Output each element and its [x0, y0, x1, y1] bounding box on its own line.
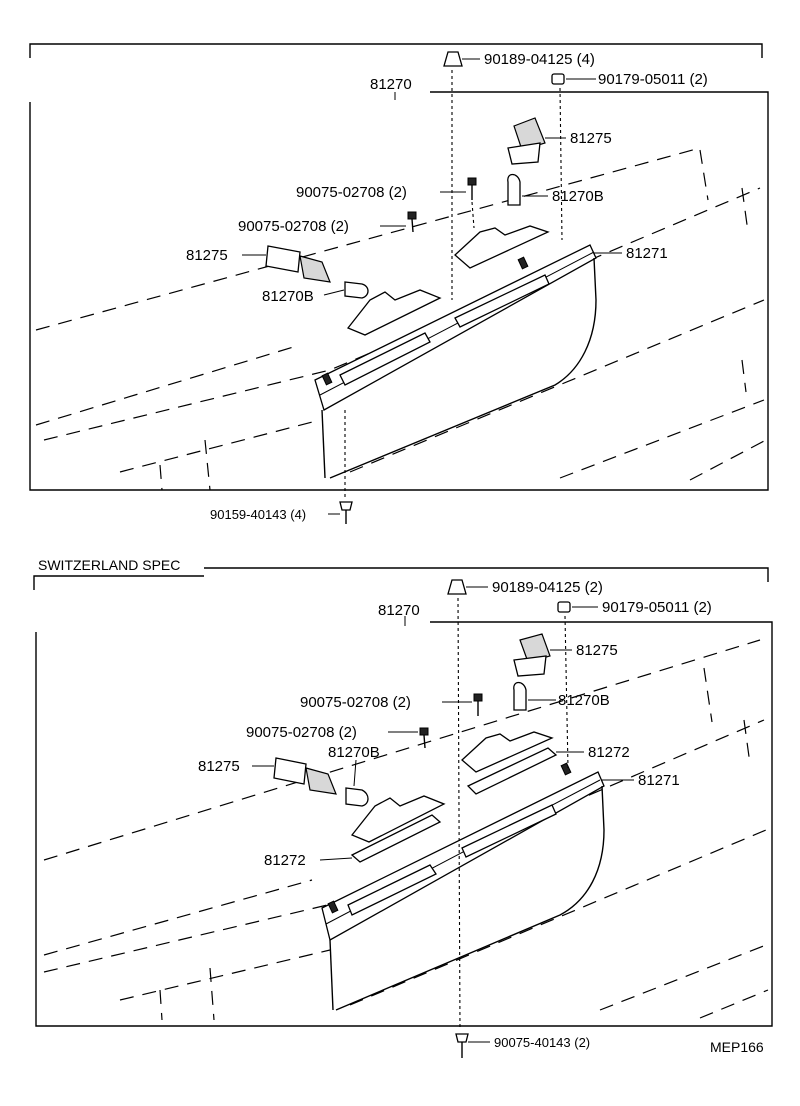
top-label-socket-right: 81275	[570, 130, 612, 147]
bottom-diagram: SWITZERLAND SPEC	[33, 557, 773, 1058]
bottom-bulb-right	[513, 681, 556, 711]
top-bulb-right	[507, 173, 548, 206]
top-label-bulb-left: 81270B	[262, 288, 314, 305]
bottom-socket-right	[513, 633, 572, 677]
bottom-label-socket-left: 81275	[198, 758, 240, 775]
top-label-lens: 81271	[626, 245, 668, 262]
bottom-clip	[447, 579, 488, 1031]
top-label-clip-upper: 90189-04125 (4)	[484, 51, 595, 68]
bottom-gasket-left	[350, 814, 442, 863]
bottom-label-bulb-right: 81270B	[558, 692, 610, 709]
bottom-label-lamp-assy: 81270	[378, 602, 420, 619]
bottom-nut	[557, 601, 598, 769]
top-inner-frame	[29, 91, 769, 491]
top-bulb-left	[323, 281, 369, 299]
bottom-gasket-right	[466, 747, 558, 795]
bottom-label-lens: 81271	[638, 772, 680, 789]
bottom-label-gasket-left: 81272	[264, 852, 306, 869]
top-lens-bracket-left	[346, 289, 442, 336]
bottom-label-clip-upper: 90189-04125 (2)	[492, 579, 603, 596]
bottom-label-screw-right: 90075-02708 (2)	[300, 694, 411, 711]
bottom-outer-frame	[33, 567, 769, 590]
top-label-bulb-right: 81270B	[552, 188, 604, 205]
bottom-label-bolt-bottom: 90075-40143 (2)	[494, 1035, 590, 1050]
top-screw-right	[440, 177, 477, 229]
top-lens-bracket-right	[454, 225, 550, 269]
bottom-screw-left	[388, 727, 429, 749]
bottom-label-gasket-right: 81272	[588, 744, 630, 761]
bottom-socket-left	[252, 757, 337, 795]
top-socket-right	[507, 117, 566, 165]
bottom-label-screw-left: 90075-02708 (2)	[246, 724, 357, 741]
top-label-bolt-bottom: 90159-40143 (4)	[210, 507, 306, 522]
top-label-screw-right: 90075-02708 (2)	[296, 184, 407, 201]
bottom-bulb-left	[345, 759, 369, 807]
top-body-lines	[35, 147, 767, 491]
bottom-label-nut-upper: 90179-05011 (2)	[602, 599, 712, 616]
section-title: SWITZERLAND SPEC	[38, 557, 180, 573]
top-label-socket-left: 81275	[186, 247, 228, 264]
top-label-lamp-assy: 81270	[370, 76, 412, 93]
top-label-nut-upper: 90179-05011 (2)	[598, 71, 708, 88]
top-outer-frame	[29, 43, 763, 58]
figure-code: MEP166	[710, 1039, 764, 1055]
bottom-bolt	[455, 1033, 490, 1058]
bottom-lens-bracket-right	[461, 731, 554, 773]
bottom-label-bulb-left: 81270B	[328, 744, 380, 761]
bottom-lens-bracket-left	[350, 795, 446, 843]
top-lamp-housing	[314, 244, 597, 479]
top-label-screw-left: 90075-02708 (2)	[238, 218, 349, 235]
top-socket-left	[242, 245, 331, 283]
top-screw-left	[380, 211, 417, 233]
bottom-screw-right	[442, 693, 483, 716]
top-nut	[551, 73, 596, 241]
bottom-label-socket-right: 81275	[576, 642, 618, 659]
bottom-lamp-housing	[321, 762, 605, 1011]
top-bolt	[328, 410, 353, 524]
top-clip	[443, 51, 480, 300]
bottom-inner-frame	[35, 621, 773, 1027]
top-diagram: 90189-04125 (4) 90179-05011 (2) 81270 81…	[29, 43, 769, 524]
